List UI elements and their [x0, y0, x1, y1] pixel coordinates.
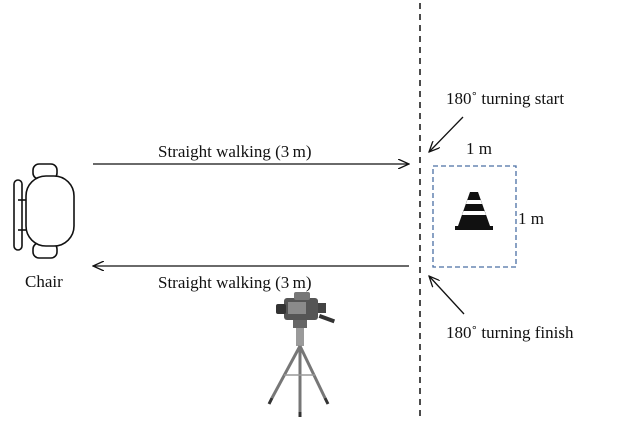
- turning-finish-arrow: [429, 276, 465, 315]
- straight-walking-bottom-label: Straight walking (3 m): [158, 273, 312, 292]
- traffic-cone-icon: [455, 192, 493, 230]
- chair-label: Chair: [25, 272, 63, 291]
- turning-start-label: 180˚ turning start: [446, 89, 564, 108]
- square-height-label: 1 m: [518, 209, 544, 228]
- turning-start-arrow: [429, 116, 464, 152]
- chair-icon: [13, 163, 75, 259]
- square-width-label: 1 m: [466, 139, 492, 158]
- turning-square: [432, 165, 517, 268]
- video-camera-tripod-icon: [267, 292, 336, 417]
- straight-walking-top-label: Straight walking (3 m): [158, 142, 312, 161]
- turning-finish-label: 180˚ turning finish: [446, 323, 574, 342]
